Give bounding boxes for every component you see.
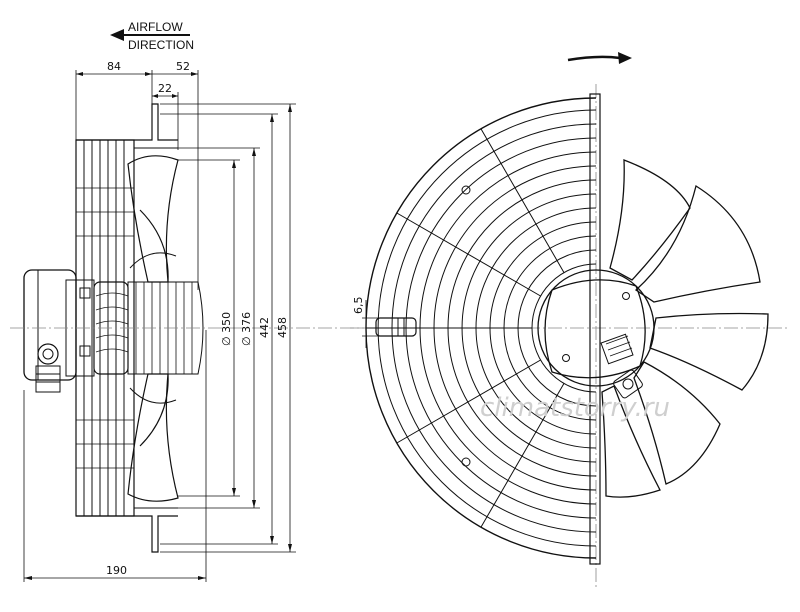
rotation-direction-arrow	[567, 52, 632, 64]
brand-plate	[600, 333, 634, 365]
blade-4	[633, 361, 721, 485]
dim-442: 442	[160, 113, 278, 545]
motor-hub	[537, 269, 655, 399]
guard-clip-bottom	[461, 457, 471, 467]
airflow-direction-indicator: AIRFLOW DIRECTION	[110, 20, 194, 52]
side-view: 84 52 22	[10, 60, 380, 582]
guard-spoke	[480, 128, 565, 273]
direction-label: DIRECTION	[128, 38, 194, 52]
blade-3	[649, 312, 769, 391]
mounting-foot	[375, 317, 417, 337]
dim-52: 52	[152, 60, 199, 290]
dim-376-label: ∅ 376	[240, 312, 253, 346]
dim-376: ∅ 376	[178, 147, 260, 509]
motor-and-terminal-box	[23, 269, 204, 393]
dim-458-label: 458	[276, 317, 289, 338]
rotation-arrow-head-icon	[618, 52, 632, 64]
cable-gland-icon	[35, 343, 61, 393]
screw-icon	[622, 292, 630, 300]
fan-blades	[601, 159, 769, 498]
front-view: 6,5 climatsto	[350, 84, 790, 590]
dim-190: 190	[23, 330, 207, 582]
dim-6-5: 6,5	[352, 297, 380, 348]
blade-2	[634, 184, 761, 303]
blade-profile	[127, 155, 179, 502]
airflow-arrow-head-icon	[110, 29, 124, 41]
blade-1	[609, 159, 691, 281]
dim-6-5-label: 6,5	[352, 297, 365, 315]
dim-22: 22	[152, 82, 179, 150]
guard-spokes	[366, 128, 565, 528]
airflow-label: AIRFLOW	[128, 20, 183, 34]
dim-442-label: 442	[258, 317, 271, 338]
dim-458: 458	[160, 103, 296, 553]
guard-mounting-bar	[589, 93, 601, 565]
dim-52-label: 52	[176, 60, 190, 73]
dim-84-label: 84	[107, 60, 121, 73]
dim-84: 84	[75, 60, 153, 140]
dim-350: ∅ 350	[178, 159, 240, 497]
guard-spoke	[396, 212, 541, 297]
guard-spoke	[480, 383, 565, 528]
dim-350-label: ∅ 350	[220, 312, 233, 346]
watermark: climatstorry.ru	[480, 393, 670, 423]
cable-gland-front-icon	[613, 369, 643, 399]
dim-22-label: 22	[158, 82, 172, 95]
guard-spoke	[396, 359, 541, 444]
guard-ring	[531, 263, 597, 393]
screw-icon	[562, 354, 570, 362]
dim-190-label: 190	[106, 564, 127, 577]
blade-5	[601, 385, 661, 498]
guard-clip-top	[461, 185, 471, 195]
